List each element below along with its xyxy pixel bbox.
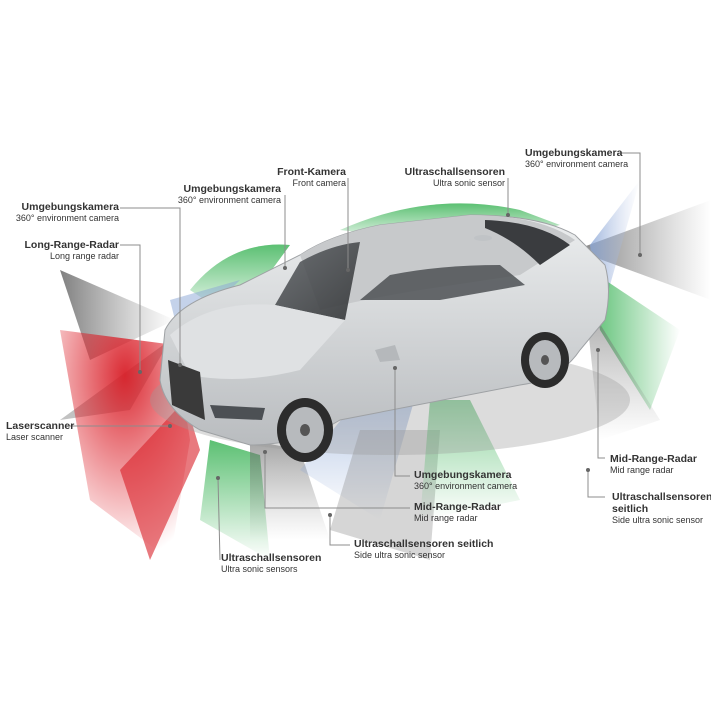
label-de: Umgebungskamera <box>21 201 119 213</box>
label-en: Long range radar <box>49 251 119 262</box>
sensor-fields <box>60 180 711 560</box>
label-de: Ultraschallsensoren <box>221 552 322 564</box>
label-en: Front camera <box>292 178 346 189</box>
rear-wheel <box>521 332 569 388</box>
front-grey-lower <box>250 440 330 540</box>
shark-antenna <box>474 235 492 241</box>
side-mirror <box>375 345 400 362</box>
label-de: Long-Range-Radar <box>24 239 120 251</box>
label-en: Side ultra sonic sensor <box>612 515 704 526</box>
label-de: Mid-Range-Radar <box>610 453 697 465</box>
label-en: 360° environment camera <box>15 213 119 224</box>
rear-grey-lower <box>585 300 660 440</box>
grille <box>168 360 205 420</box>
label-de: Ultraschallsensoren seitlich <box>612 491 711 516</box>
label-ultraschall-front: Ultraschallsensoren Ultra sonic sensors <box>221 552 321 574</box>
label-ultraschall-top: Ultraschallsensoren Ultra sonic sensor <box>405 166 505 188</box>
rear-green-field <box>590 270 680 410</box>
label-umgebungskamera-bottom: Umgebungskamera 360° environment camera <box>414 469 517 491</box>
label-en: Laser scanner <box>6 432 64 443</box>
front-wheel <box>277 398 333 462</box>
label-de: Mid-Range-Radar <box>414 501 501 513</box>
label-front-kamera: Front-Kamera Front camera <box>277 166 346 188</box>
headlight <box>210 405 265 420</box>
rear-grey-field <box>575 200 711 300</box>
label-en: Ultra sonic sensors <box>221 564 298 575</box>
label-de: Ultraschallsensoren seitlich <box>354 538 494 550</box>
side-windows <box>360 265 525 300</box>
label-en: 360° environment camera <box>525 159 629 170</box>
front-red-field2 <box>120 400 200 560</box>
label-de: Umgebungskamera <box>414 469 512 481</box>
label-de: Laserscanner <box>6 420 75 432</box>
car-roof <box>300 215 575 310</box>
label-de: Umgebungskamera <box>183 183 281 195</box>
label-de: Umgebungskamera <box>525 147 623 159</box>
label-ultraschall-seitlich-right: Ultraschallsensoren seitlich Side ultra … <box>612 491 711 526</box>
windshield <box>275 242 360 320</box>
label-en: Mid range radar <box>414 513 478 524</box>
hood <box>170 304 345 379</box>
label-umgebungskamera-rear: Umgebungskamera 360° environment camera <box>525 147 628 169</box>
side-grey-field <box>330 430 440 560</box>
label-en: Ultra sonic sensor <box>432 178 505 189</box>
label-mid-range-radar-bottom: Mid-Range-Radar Mid range radar <box>414 501 501 523</box>
label-en: 360° environment camera <box>177 195 281 206</box>
label-en: Side ultra sonic sensor <box>354 550 446 561</box>
label-de: Front-Kamera <box>277 166 346 178</box>
leader-lines <box>70 152 642 561</box>
label-long-range-radar: Long-Range-Radar Long range radar <box>25 239 120 261</box>
label-umgebungskamera-mirror: Umgebungskamera 360° environment camera <box>178 183 281 205</box>
label-umgebungskamera-left: Umgebungskamera 360° environment camera <box>16 201 119 223</box>
label-en: 360° environment camera <box>414 481 518 492</box>
label-ultraschall-seitlich-bottom: Ultraschallsensoren seitlich Side ultra … <box>354 538 493 560</box>
label-de: Ultraschallsensoren <box>404 166 505 178</box>
label-laserscanner: Laserscanner Laser scanner <box>6 420 74 442</box>
audi-a8-car <box>150 214 630 462</box>
label-en: Mid range radar <box>610 465 674 476</box>
side-green-field <box>420 400 520 520</box>
rear-window <box>485 220 570 265</box>
label-mid-range-radar-right: Mid-Range-Radar Mid range radar <box>610 453 697 475</box>
